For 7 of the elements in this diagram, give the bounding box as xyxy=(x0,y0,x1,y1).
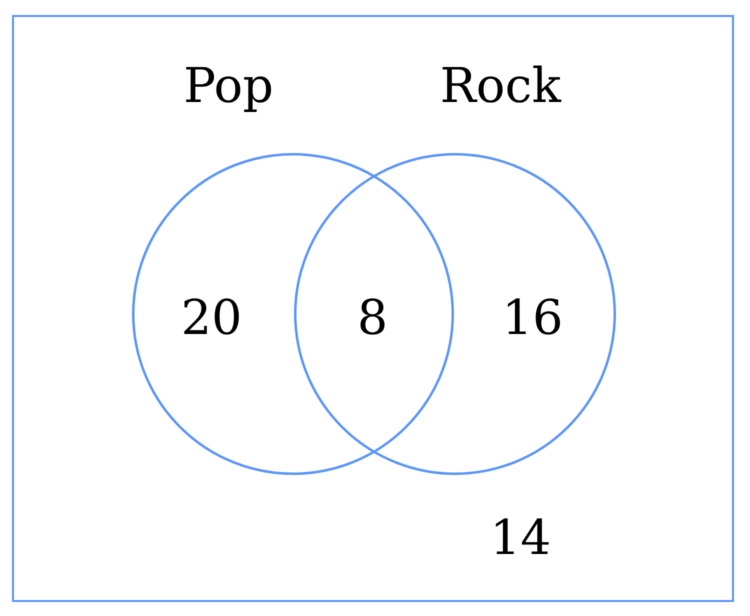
region-count: 8 xyxy=(357,294,388,342)
region-count: 20 xyxy=(180,294,242,342)
set-label: Pop xyxy=(184,62,274,110)
set-label: Rock xyxy=(440,62,561,110)
region-count: 16 xyxy=(502,294,564,342)
region-count: 14 xyxy=(490,514,552,562)
universal-set-rectangle xyxy=(12,15,734,602)
